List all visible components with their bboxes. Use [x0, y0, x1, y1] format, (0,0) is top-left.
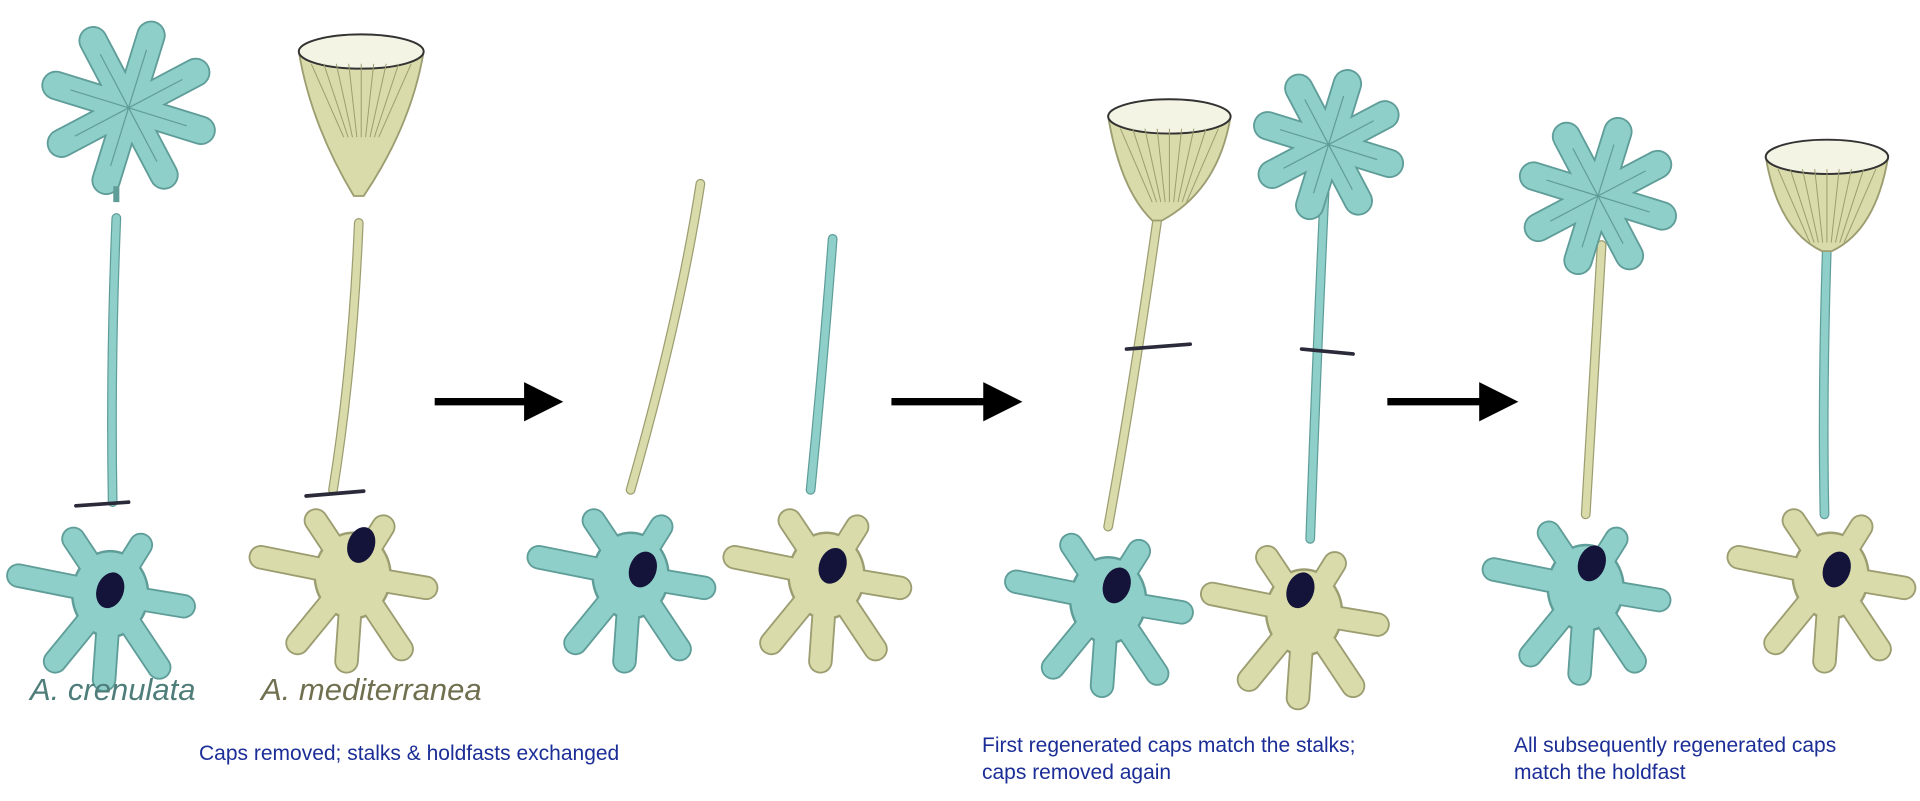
cap-rib	[1843, 168, 1877, 243]
arrow-2	[891, 382, 1023, 422]
nucleus	[1102, 567, 1131, 604]
caption-step-3: All subsequently regenerated caps match …	[1514, 732, 1836, 786]
nucleus	[628, 551, 657, 588]
holdfast-body	[1267, 570, 1341, 654]
cap-rib	[1835, 168, 1852, 243]
cap-rib	[335, 63, 353, 138]
final-cup-on-khaki-holdfast	[1726, 138, 1917, 674]
label-a-crenulata: A. crenulata	[30, 672, 196, 707]
cap-rib	[1144, 128, 1162, 203]
cap-rib	[1312, 144, 1330, 194]
cap-rib	[1119, 128, 1153, 203]
stalk	[806, 235, 837, 494]
cap-rib	[1581, 195, 1599, 248]
caption-step-2-line-1: First regenerated caps match the stalks;	[982, 734, 1356, 757]
cap-rib	[1186, 128, 1219, 203]
cap-rim	[1107, 98, 1232, 135]
cap-rib	[1789, 168, 1815, 243]
caption-step-2: First regenerated caps match the stalks;…	[982, 732, 1356, 786]
cap-rib	[1327, 95, 1345, 145]
cap-rib	[365, 63, 375, 138]
cap-rib	[1279, 128, 1329, 146]
cap-rib	[348, 63, 358, 138]
graft-teal-stalk-khaki-holdfast	[722, 233, 913, 674]
arrow-1	[434, 382, 564, 422]
cap-rib	[128, 78, 183, 109]
cap-rib	[1328, 144, 1353, 190]
cap-rib	[323, 63, 349, 138]
regenerated-star-on-khaki-holdfast	[1200, 69, 1405, 711]
nucleus	[1286, 572, 1315, 609]
stalk	[329, 219, 363, 494]
regenerated-cup-on-teal-holdfast	[1004, 98, 1232, 699]
cap-rib	[127, 49, 148, 109]
cap-rib	[1814, 169, 1824, 243]
cap-rib	[1597, 195, 1650, 213]
caption-step-1: Caps removed; stalks & holdfasts exchang…	[199, 742, 620, 765]
arrow-3	[1387, 382, 1519, 422]
graft-khaki-stalk-teal-holdfast	[526, 178, 717, 674]
cap-rib	[369, 63, 387, 138]
cap-rim	[1764, 138, 1890, 175]
final-star-on-teal-holdfast	[1481, 116, 1677, 686]
nucleus	[1822, 551, 1851, 588]
cut-line	[1299, 347, 1355, 356]
stalk	[1820, 241, 1831, 519]
cap-rib	[128, 107, 187, 127]
cap-rib	[1173, 128, 1183, 203]
stalk	[626, 180, 705, 494]
cap-rib	[1839, 168, 1865, 243]
cap-rib	[1550, 195, 1599, 222]
cut-line	[1124, 342, 1193, 351]
stalk	[1306, 180, 1329, 543]
nucleus	[96, 572, 125, 609]
cap-rib	[1572, 148, 1599, 197]
caption-step-3-line-1: All subsequently regenerated caps	[1514, 734, 1837, 757]
cap-rib	[1597, 144, 1615, 197]
cap-rib	[70, 89, 129, 109]
cap-rib	[1328, 120, 1374, 146]
cap-rib	[1156, 128, 1166, 203]
cap-rib	[1328, 143, 1378, 161]
caption-step-3-line-2: match the holdfast	[1514, 761, 1686, 784]
stalk	[1582, 241, 1606, 519]
cap-rib	[1132, 128, 1157, 203]
organism-a-mediterranea-original	[248, 33, 439, 674]
nucleus	[1577, 545, 1606, 582]
cut-line	[304, 489, 366, 498]
organism-a-crenulata-original	[6, 20, 216, 692]
arrow-head	[524, 382, 564, 422]
caption-step-2-line-2: caps removed again	[982, 761, 1172, 784]
cap-rim	[297, 33, 425, 70]
cap-rib	[378, 63, 412, 138]
arrow-head	[983, 382, 1023, 422]
cap-rib	[373, 63, 400, 138]
cap-rib	[1830, 169, 1840, 243]
cap-rib	[99, 53, 130, 109]
label-a-mediterranea: A. mediterranea	[261, 672, 482, 707]
nucleus	[347, 527, 376, 563]
arrow-head	[1479, 382, 1519, 422]
cap-rib	[1304, 99, 1330, 145]
stalk	[1104, 216, 1161, 531]
cap-rib	[1546, 179, 1599, 197]
stalk	[108, 214, 120, 506]
cap-rib	[1181, 128, 1207, 203]
cap-rib	[110, 107, 130, 167]
cap-rib	[74, 107, 129, 137]
cap-rib	[128, 107, 158, 162]
cap-rib	[1597, 170, 1646, 197]
cap-rib	[1177, 128, 1195, 203]
cut-line	[74, 500, 131, 508]
cap-rib	[1777, 168, 1811, 243]
cap-rib	[1801, 168, 1819, 243]
cap-rib	[1283, 144, 1329, 169]
cap-rib	[1597, 195, 1624, 244]
nucleus	[818, 547, 847, 584]
cap-rib	[310, 63, 345, 138]
